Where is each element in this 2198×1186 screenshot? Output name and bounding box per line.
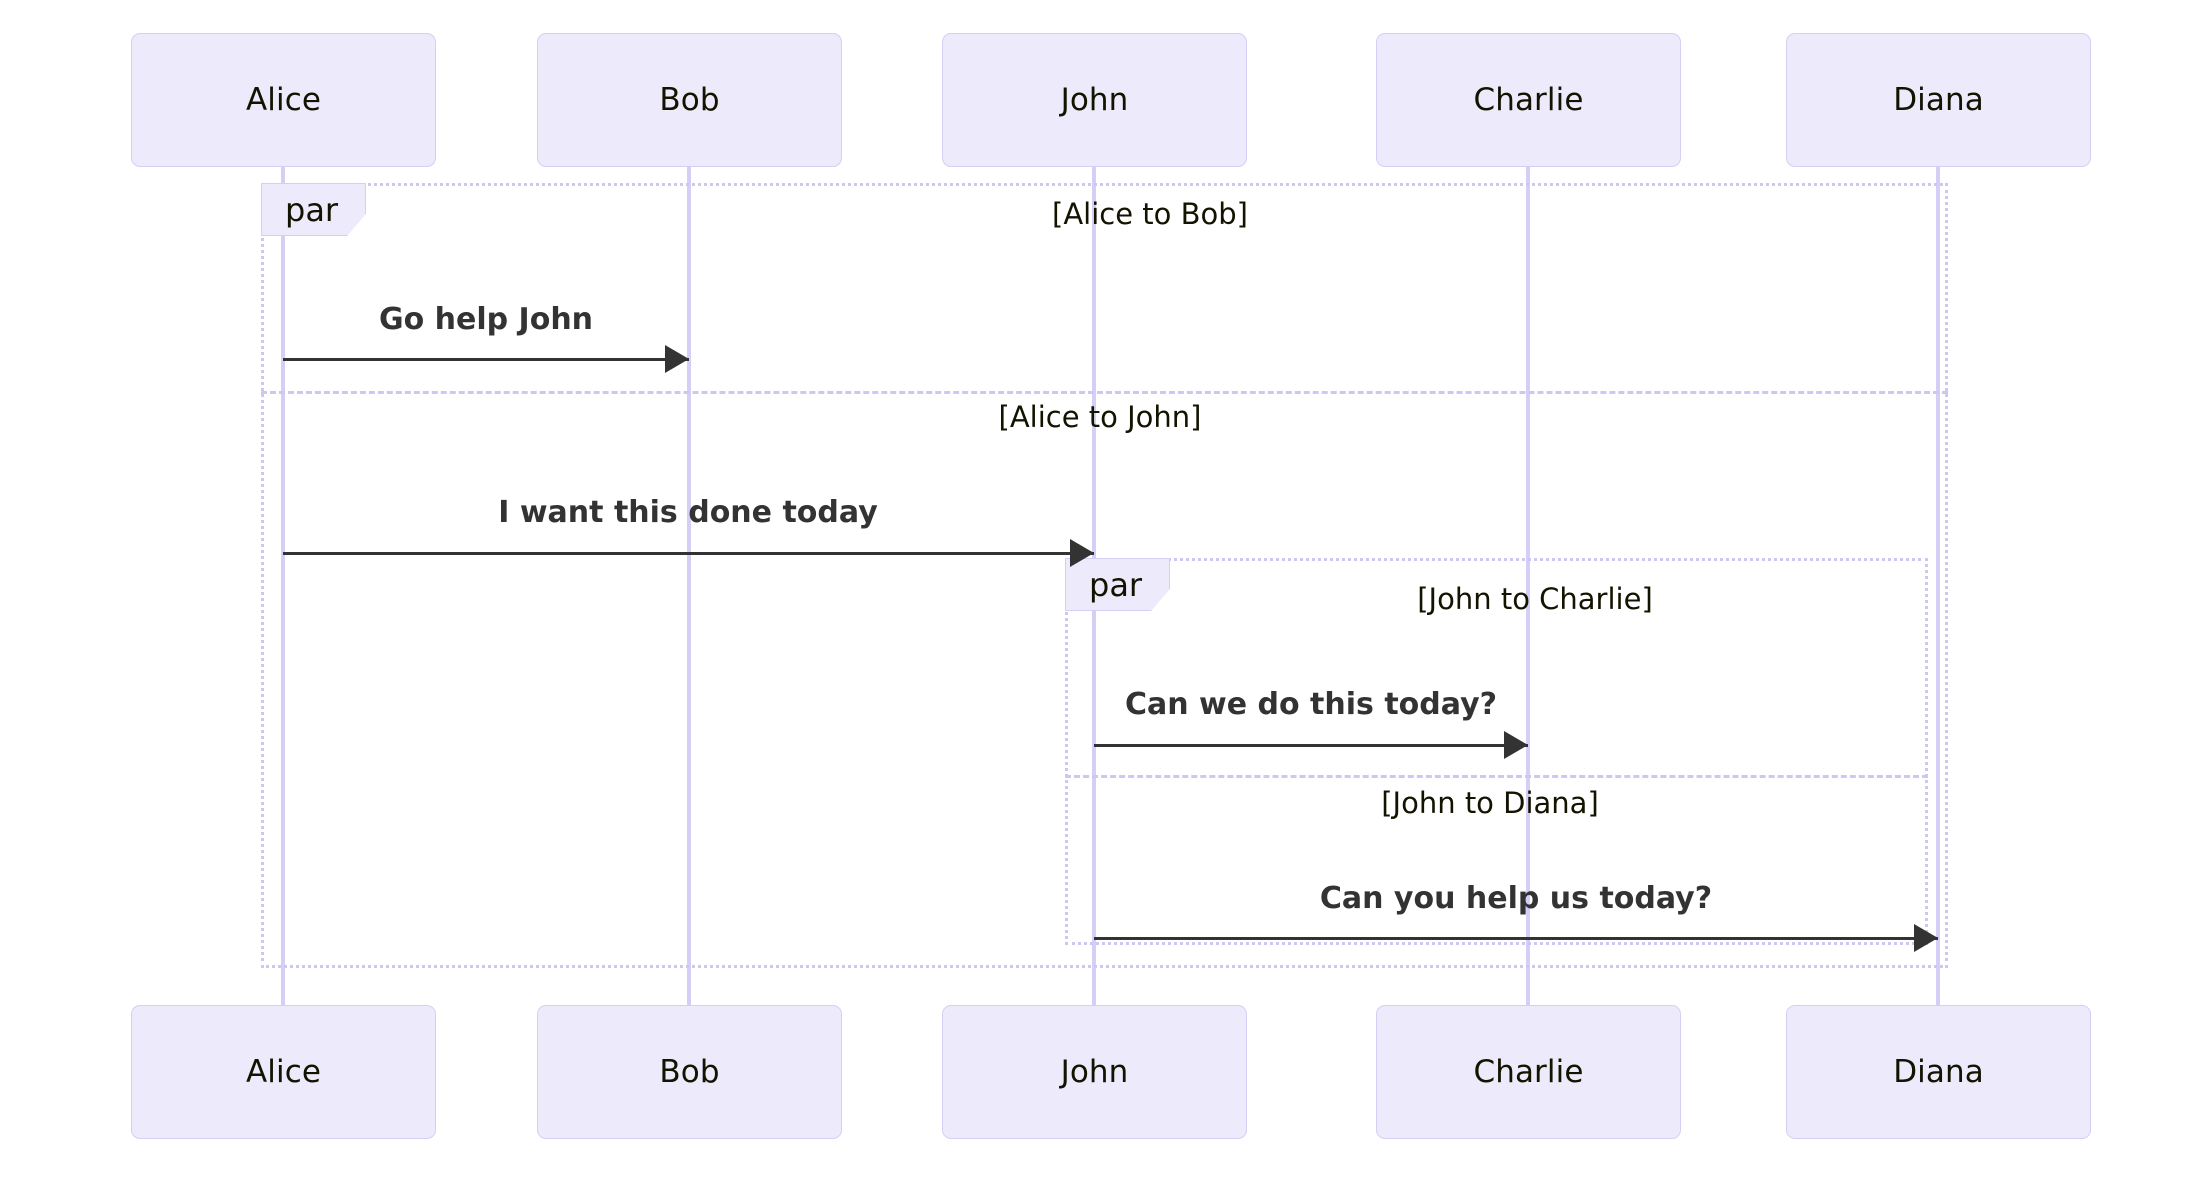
- message-arrowhead-msg-4: [1914, 924, 1938, 952]
- actor-box-bottom-bob[interactable]: Bob: [537, 1005, 842, 1139]
- message-line-msg-4: [1094, 937, 1938, 940]
- message-line-msg-3: [1094, 744, 1528, 747]
- actor-label: John: [1060, 1053, 1129, 1090]
- fragment-outer-par: [261, 183, 1948, 968]
- actor-label: John: [1060, 81, 1129, 118]
- actor-box-top-diana[interactable]: Diana: [1786, 33, 2091, 167]
- actor-box-top-bob[interactable]: Bob: [537, 33, 842, 167]
- fragment-divider-outer-par-0: [261, 391, 1948, 394]
- actor-box-top-charlie[interactable]: Charlie: [1376, 33, 1681, 167]
- message-arrowhead-msg-3: [1504, 731, 1528, 759]
- actor-box-top-alice[interactable]: Alice: [131, 33, 436, 167]
- actor-box-bottom-diana[interactable]: Diana: [1786, 1005, 2091, 1139]
- lifeline-diana: [1936, 167, 1940, 1005]
- message-label-msg-1: Go help John: [378, 302, 594, 337]
- message-label-msg-4: Can you help us today?: [1319, 881, 1713, 916]
- fragment-tag-label: par: [1089, 565, 1143, 604]
- fragment-condition-nested-par-1: [John to Diana]: [1381, 786, 1599, 820]
- actor-box-bottom-alice[interactable]: Alice: [131, 1005, 436, 1139]
- fragment-tag-outer-par: par: [261, 183, 366, 236]
- fragment-divider-nested-par-0: [1065, 775, 1928, 778]
- actor-label: Diana: [1893, 1053, 1984, 1090]
- message-line-msg-1: [283, 358, 689, 361]
- actor-label: Alice: [245, 81, 322, 118]
- lifeline-alice: [281, 167, 285, 1005]
- message-label-msg-2: I want this done today: [498, 495, 878, 530]
- message-arrowhead-msg-1: [665, 345, 689, 373]
- lifeline-bob: [687, 167, 691, 1005]
- actor-box-bottom-charlie[interactable]: Charlie: [1376, 1005, 1681, 1139]
- fragment-condition-nested-par-0: [John to Charlie]: [1417, 582, 1653, 616]
- message-arrowhead-msg-2: [1070, 539, 1094, 567]
- actor-label: Diana: [1893, 81, 1984, 118]
- actor-label: Charlie: [1473, 1053, 1584, 1090]
- fragment-nested-par: [1065, 558, 1928, 945]
- fragment-condition-outer-par-0: [Alice to Bob]: [1052, 197, 1248, 231]
- lifeline-charlie: [1526, 167, 1530, 1005]
- actor-label: Bob: [659, 81, 720, 118]
- actor-label: Bob: [659, 1053, 720, 1090]
- fragment-tag-label: par: [285, 190, 339, 229]
- actor-box-top-john[interactable]: John: [942, 33, 1247, 167]
- message-line-msg-2: [283, 552, 1094, 555]
- fragment-condition-outer-par-1: [Alice to John]: [998, 400, 1202, 434]
- actor-box-bottom-john[interactable]: John: [942, 1005, 1247, 1139]
- actor-label: Alice: [245, 1053, 322, 1090]
- message-label-msg-3: Can we do this today?: [1124, 687, 1498, 722]
- actor-label: Charlie: [1473, 81, 1584, 118]
